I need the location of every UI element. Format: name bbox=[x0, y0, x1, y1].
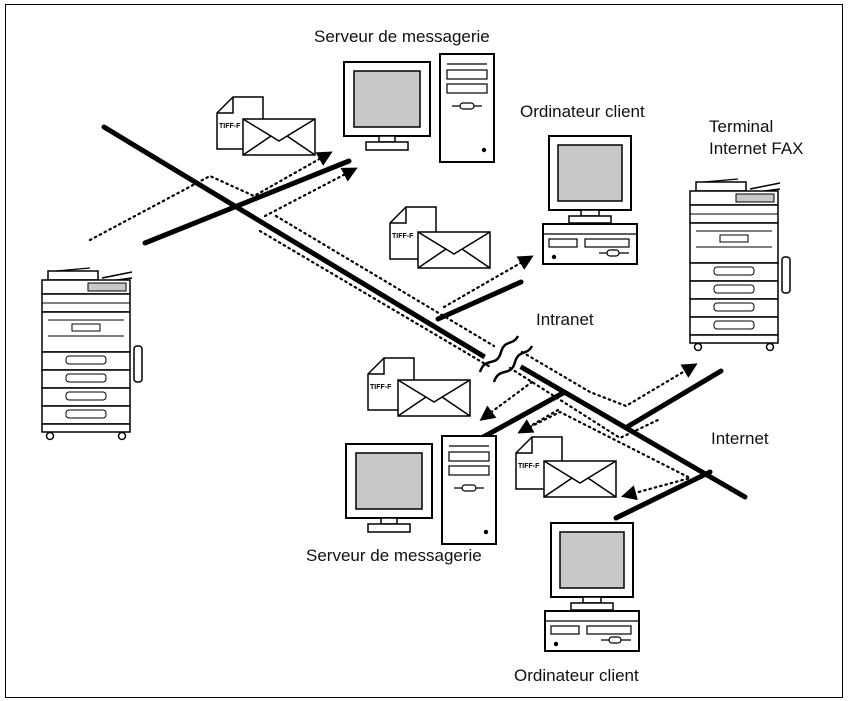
network-lines bbox=[101, 124, 748, 521]
flow-to-client-bottom-link bbox=[517, 408, 560, 434]
tiff-tag: TIFF-F bbox=[219, 123, 241, 130]
flow-intranet-upper bbox=[274, 214, 496, 348]
flow-to-client-top bbox=[442, 255, 534, 309]
main-network-line bbox=[101, 124, 501, 368]
branch-mail-server-bottom bbox=[473, 390, 566, 444]
internet-fax-terminal-icon bbox=[689, 178, 791, 352]
attachment-1: TIFF-F bbox=[216, 96, 316, 156]
label-client-pc-top: Ordinateur client bbox=[520, 102, 645, 121]
branch-client-top bbox=[435, 279, 524, 322]
flow-through-intranet bbox=[258, 229, 494, 370]
label-mail-server-top: Serveur de messagerie bbox=[314, 27, 490, 46]
label-ifax-terminal-line2: Internet FAX bbox=[709, 139, 804, 158]
flow-after-break-b bbox=[520, 350, 698, 408]
envelope-icon bbox=[397, 379, 471, 417]
flow-to-mail-server-bottom bbox=[479, 380, 534, 421]
envelope-icon bbox=[242, 118, 316, 156]
multifunction-printer-left-icon bbox=[41, 267, 143, 441]
branch-ifax-terminal bbox=[624, 368, 724, 430]
attachment-3: TIFF-F bbox=[367, 357, 471, 417]
branch-client-bottom bbox=[613, 469, 713, 521]
flow-to-mail-server-a bbox=[88, 151, 333, 242]
mail-server-top-icon bbox=[343, 53, 495, 163]
attachment-2: TIFF-F bbox=[389, 206, 491, 269]
tiff-tag: TIFF-F bbox=[392, 233, 414, 240]
branch-mail-server-top bbox=[142, 158, 352, 246]
envelope-icon bbox=[417, 231, 491, 269]
client-pc-bottom-icon bbox=[544, 522, 640, 652]
flow-mail-server-bottom-to-internet bbox=[518, 410, 694, 501]
network-break-icon bbox=[478, 335, 534, 384]
flow-to-mail-server-b bbox=[263, 167, 358, 218]
label-mail-server-bottom: Serveur de messagerie bbox=[306, 546, 482, 565]
flow-after-break-a bbox=[508, 366, 662, 440]
client-pc-top-icon bbox=[542, 135, 638, 265]
label-intranet: Intranet bbox=[536, 310, 594, 329]
tiff-tag: TIFF-F bbox=[518, 463, 540, 470]
attachment-4: TIFF-F bbox=[515, 436, 617, 498]
tiff-tag: TIFF-F bbox=[370, 384, 392, 391]
flow-paths bbox=[88, 151, 698, 501]
mail-server-bottom-icon bbox=[345, 435, 497, 545]
label-client-pc-bottom: Ordinateur client bbox=[514, 666, 639, 685]
label-internet: Internet bbox=[711, 429, 769, 448]
envelope-icon bbox=[543, 460, 617, 498]
diagram-frame bbox=[5, 4, 843, 698]
label-ifax-terminal-line1: Terminal bbox=[709, 117, 774, 136]
